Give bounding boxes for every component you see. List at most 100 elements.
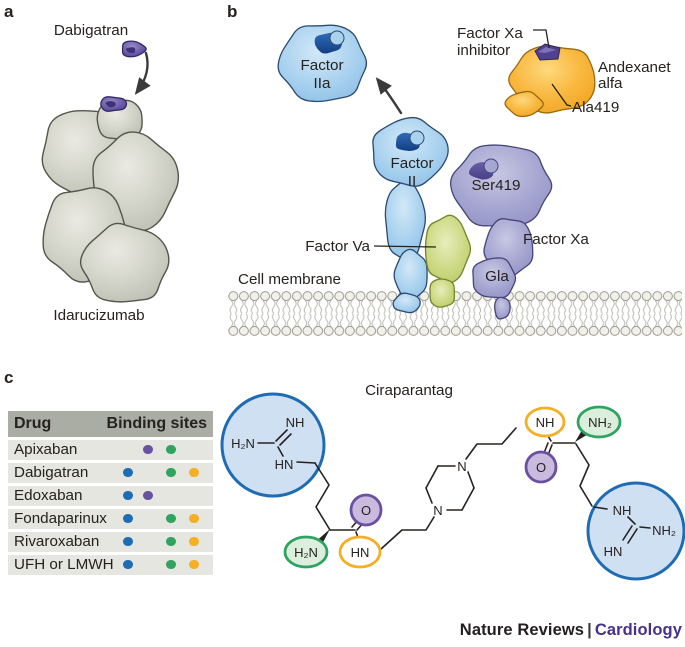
column-header-binding-sites: Binding sites bbox=[106, 415, 207, 432]
ala419-label: Ala419 bbox=[572, 99, 619, 116]
factor-iia-label-line1: Factor bbox=[300, 57, 343, 74]
column-header-drug: Drug bbox=[14, 415, 52, 432]
binding-site-dot-green bbox=[166, 536, 176, 547]
factor-va bbox=[424, 214, 472, 284]
factor-iia-active-site-bite bbox=[329, 30, 345, 46]
binding-site-dot-green bbox=[166, 444, 176, 455]
atom-label-nh: NH bbox=[613, 503, 632, 518]
table-header: Drug Binding sites bbox=[8, 411, 213, 437]
atom-label-hn: HN bbox=[604, 544, 623, 559]
dabigatran-bound-core bbox=[105, 101, 116, 108]
footer-separator: | bbox=[587, 621, 592, 639]
binding-site-dot-green bbox=[166, 513, 176, 524]
binding-site-dot-blue bbox=[123, 536, 133, 547]
panel-b-artwork bbox=[277, 24, 596, 320]
factor-xa-label: Factor Xa bbox=[523, 231, 589, 248]
dabigatran-binding-arrow bbox=[134, 51, 151, 95]
gla-label: Gla bbox=[485, 268, 509, 285]
ciraparantag-bonds bbox=[257, 427, 651, 550]
atom-label-o: O bbox=[536, 460, 546, 475]
andexanet-alfa-lobe bbox=[504, 90, 544, 118]
binding-site-dot-yellow bbox=[189, 467, 199, 478]
binding-site-dot-blue bbox=[123, 467, 133, 478]
drug-name: Apixaban bbox=[14, 440, 78, 458]
atom-label-nh: NH bbox=[286, 415, 305, 430]
panel-a-artwork bbox=[41, 40, 180, 303]
binding-site-dot-blue bbox=[123, 513, 133, 524]
table-row: Apixaban bbox=[8, 439, 213, 460]
ciraparantag-structure bbox=[220, 392, 685, 581]
andexanet-alfa-label-line1: Andexanet bbox=[598, 59, 671, 76]
ser419-active-site-bite bbox=[483, 158, 499, 174]
atom-label-hn: HN bbox=[275, 457, 294, 472]
drug-name: Rivaroxaban bbox=[14, 532, 100, 550]
binding-site-dot-purple bbox=[143, 490, 153, 501]
idarucizumab-label: Idarucizumab bbox=[53, 307, 144, 324]
table-row: Fondaparinux bbox=[8, 508, 213, 529]
cell-membrane-label: Cell membrane bbox=[238, 271, 341, 288]
journal-brand: Nature Reviews bbox=[459, 621, 585, 639]
atom-label-h2n: H₂N bbox=[294, 545, 318, 560]
factor-xa-inhibitor-highlight bbox=[538, 47, 556, 53]
factor-ii-label-line2: II bbox=[408, 173, 416, 190]
binding-site-dot-yellow bbox=[189, 536, 199, 547]
factor-va-label: Factor Va bbox=[305, 238, 370, 255]
table-row: UFH or LMWH bbox=[8, 554, 213, 575]
drug-name: Fondaparinux bbox=[14, 509, 107, 527]
dabigatran-label: Dabigatran bbox=[54, 22, 128, 39]
drug-name: Edoxaban bbox=[14, 486, 83, 504]
panel-b-label: b bbox=[227, 2, 237, 21]
factor-ii-head bbox=[372, 116, 449, 187]
binding-site-dot-blue bbox=[123, 559, 133, 570]
binding-site-dot-yellow bbox=[189, 513, 199, 524]
factor-xa-foot bbox=[493, 296, 511, 320]
factor-ii-lower bbox=[393, 248, 428, 302]
atom-label-h2n: H₂N bbox=[231, 436, 255, 451]
factor-ii-foot bbox=[392, 292, 421, 314]
binding-site-ellipse-amide-left bbox=[338, 535, 382, 569]
ala419-pointer-line bbox=[551, 83, 572, 107]
binding-site-ellipse-amide-right bbox=[524, 406, 566, 438]
atom-label-n: N bbox=[433, 503, 442, 518]
factor-xa-inhibitor-label-line2: inhibitor bbox=[457, 42, 510, 59]
binding-site-circle-carbonyl-left bbox=[349, 493, 383, 527]
factor-ii-label-line1: Factor bbox=[390, 155, 433, 172]
factor-xa-gla-domain bbox=[472, 257, 517, 299]
binding-site-circle-carbonyl-right bbox=[524, 450, 558, 484]
binding-site-ellipse-amine-left bbox=[283, 535, 329, 569]
factor-iia-release-arrow bbox=[375, 77, 403, 115]
panel-a-label: a bbox=[4, 2, 14, 21]
binding-site-dot-green bbox=[166, 467, 176, 478]
binding-site-ellipse-amine-right bbox=[576, 405, 622, 439]
drug-name: Dabigatran bbox=[14, 463, 89, 481]
journal-footer: Nature Reviews|Cardiology bbox=[460, 621, 682, 640]
binding-site-dot-yellow bbox=[189, 559, 199, 570]
atom-label-nh2: NH₂ bbox=[588, 415, 612, 430]
atom-label-nh: NH bbox=[536, 415, 555, 430]
factor-iia-label-line2: IIa bbox=[314, 75, 331, 92]
idarucizumab-domain bbox=[79, 222, 170, 303]
binding-site-dot-blue bbox=[123, 490, 133, 501]
binding-site-dot-purple bbox=[143, 444, 153, 455]
atom-label-hn: HN bbox=[351, 545, 370, 560]
panel-c-label: c bbox=[4, 368, 13, 387]
factor-va-pointer-line bbox=[373, 245, 437, 248]
factor-xa-inhibitor-label-line1: Factor Xa bbox=[457, 25, 523, 42]
binding-site-circle-guanidinium-left bbox=[220, 392, 326, 498]
atom-label-n: N bbox=[457, 459, 466, 474]
factor-xa-inhibitor-pointer-line bbox=[533, 29, 550, 49]
andexanet-alfa-label-line2: alfa bbox=[598, 75, 623, 92]
ser419-label: Ser419 bbox=[472, 177, 521, 194]
factor-va-foot bbox=[429, 278, 455, 308]
atom-label-nh2: NH₂ bbox=[652, 523, 676, 538]
ciraparantag-title: Ciraparantag bbox=[365, 382, 453, 399]
journal-section: Cardiology bbox=[594, 621, 682, 639]
table-row: Edoxaban bbox=[8, 485, 213, 506]
dabigatran-molecule-core bbox=[126, 47, 136, 54]
atom-label-o: O bbox=[361, 503, 371, 518]
table-row: Dabigatran bbox=[8, 462, 213, 483]
